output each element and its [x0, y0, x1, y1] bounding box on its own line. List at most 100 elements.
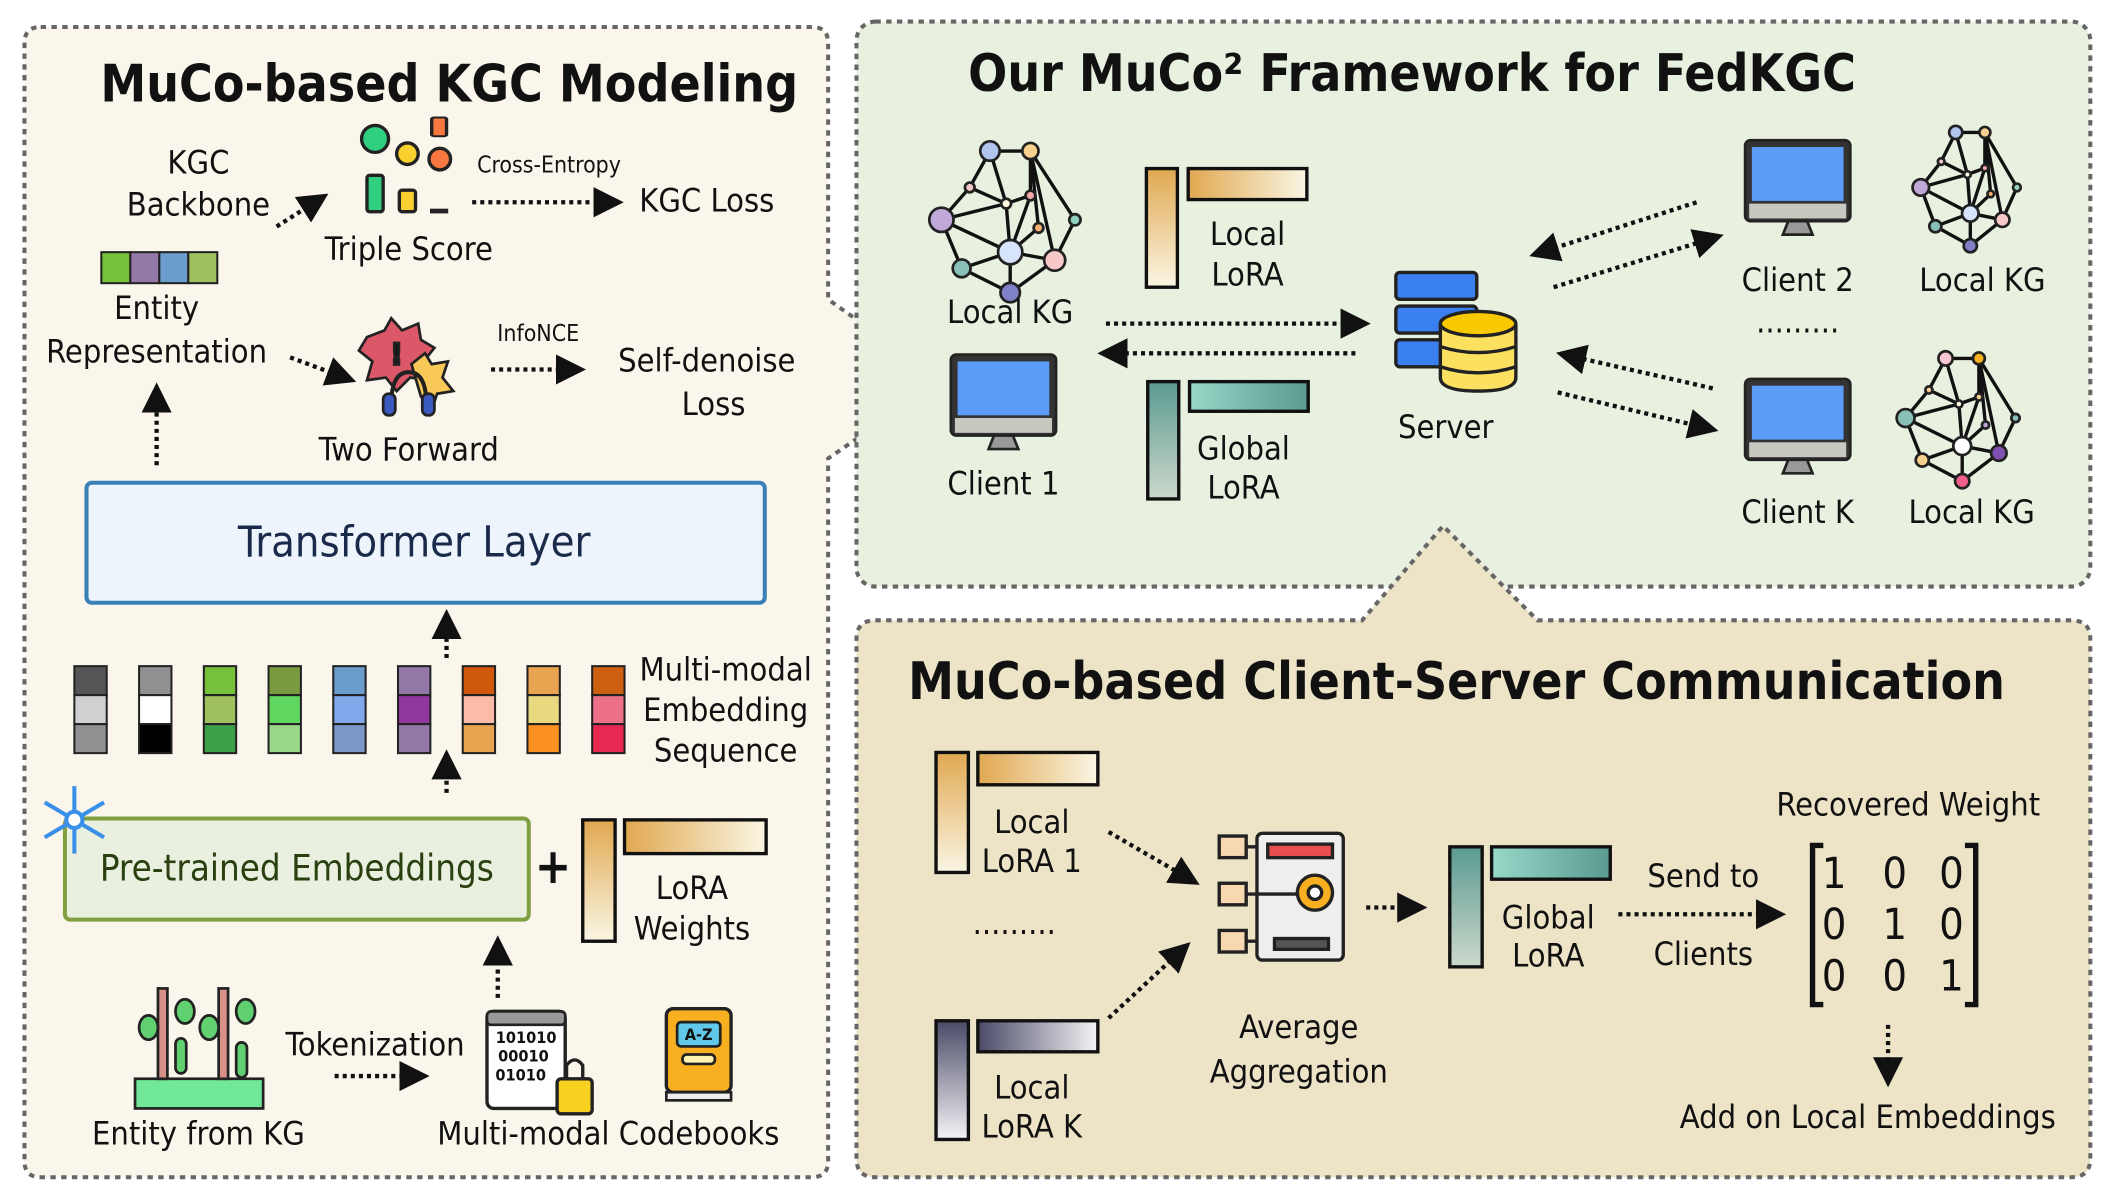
local-lora-label-2: LoRA — [1211, 255, 1283, 293]
embedding-cell — [138, 723, 173, 755]
server-to-clientk-arrow — [1557, 390, 1719, 439]
pretrained-embeddings-box — [62, 816, 531, 922]
binary-code-lock-icon: 101010 00010 01010 — [485, 1009, 594, 1116]
graph-node — [1953, 399, 1964, 409]
matrix-entry: 0 — [1882, 951, 1907, 1001]
multimodal-codebooks-label: Multi-modal Codebooks — [437, 1114, 779, 1152]
average-aggregation-label: Average — [1239, 1008, 1358, 1046]
graph-node — [1962, 237, 1979, 254]
left-panel-title: MuCo-based KGC Modeling — [100, 55, 798, 115]
representation-arrow — [289, 355, 357, 386]
self-denoise-label-2: Loss — [682, 385, 746, 423]
communication-title: MuCo-based Client-Server Communication — [908, 652, 2005, 712]
embedding-cell — [73, 723, 108, 755]
monitor-chin — [1749, 203, 1847, 219]
graph-edge — [1928, 388, 1960, 406]
clientk-to-server-arrow — [1556, 344, 1714, 391]
graph-edge — [1983, 131, 2019, 189]
plant-entity-icon — [133, 987, 265, 1110]
entity-from-kg-label: Entity from KG — [92, 1114, 305, 1152]
embedding-cell — [202, 665, 238, 697]
graph-edge — [1983, 132, 1993, 195]
server-label: Server — [1398, 408, 1494, 446]
embedding-cell — [267, 694, 302, 726]
graph-node — [1980, 420, 1991, 430]
vector-cell — [100, 251, 132, 285]
client-2-monitor-icon — [1743, 138, 1852, 236]
graph-node — [2009, 412, 2022, 424]
comm-global-lora-label-2: LoRA — [1512, 936, 1584, 974]
graph-node — [927, 206, 955, 234]
matrix-entry: 1 — [1939, 951, 1964, 1001]
embedding-cell — [396, 694, 432, 726]
embedding-cell — [591, 665, 626, 697]
global-lora-a — [1146, 379, 1181, 501]
monitor-stand — [1780, 219, 1815, 236]
client2-to-server-arrow — [1529, 200, 1698, 262]
local-lora-1-label: Local — [994, 803, 1069, 841]
client-2-label: Client 2 — [1742, 261, 1854, 299]
graph-node — [1911, 177, 1931, 198]
graph-node — [999, 281, 1022, 304]
clients-ellipsis: ......... — [1756, 303, 1839, 341]
entity-representation-label-2: Representation — [46, 332, 267, 370]
matrix-entry: 0 — [1822, 951, 1847, 1001]
monitor-stand — [1780, 458, 1815, 475]
embedding-cell — [267, 665, 302, 697]
embedding-cell — [591, 723, 626, 755]
graph-node — [978, 139, 1002, 163]
server-icon — [1394, 270, 1518, 393]
entity-representation-label: Entity — [114, 289, 199, 327]
monitor-stand — [986, 434, 1021, 451]
comm-global-lora-a — [1448, 845, 1484, 969]
aggregation-icon — [1217, 831, 1345, 962]
graph-edge — [1977, 358, 1988, 426]
graph-node — [1993, 211, 2011, 229]
matrix-entry: 0 — [1882, 849, 1907, 899]
matrix-entry: 0 — [1822, 900, 1847, 950]
local-lora-1-b — [976, 750, 1100, 787]
vector-cell — [129, 251, 161, 285]
lora-ellipsis: ......... — [973, 904, 1056, 942]
backbone-arrow — [275, 193, 329, 229]
graph-node — [1973, 392, 1984, 402]
graph-node — [1914, 452, 1931, 469]
matrix-entry: 1 — [1822, 849, 1847, 899]
lora-weights-a — [581, 818, 617, 943]
infonce-label: InfoNCE — [497, 321, 579, 347]
lora-weights-b — [622, 818, 768, 856]
graph-node — [1032, 221, 1045, 235]
embedding-sequence-label-3: Sequence — [654, 731, 798, 769]
tokenization-label: Tokenization — [284, 1025, 464, 1063]
kgc-backbone-label-2: Backbone — [127, 185, 270, 223]
local-lora-1-label-2: LoRA 1 — [982, 842, 1082, 880]
self-denoise-label: Self-denoise — [618, 342, 795, 380]
local-kg-graph-client-2 — [1911, 124, 2023, 254]
client-k-kg-label: Local KG — [1909, 493, 2035, 531]
embedding-cell — [526, 665, 561, 697]
graph-node — [1951, 435, 1973, 457]
local-lora-k-label-2: LoRA K — [981, 1108, 1083, 1146]
graph-edge — [1977, 358, 2001, 454]
vector-cell — [187, 251, 219, 285]
server-to-client2-arrow — [1552, 229, 1724, 290]
global-lora-b — [1187, 379, 1310, 413]
graph-node — [1927, 218, 1943, 234]
local-lora-1-a — [934, 750, 971, 875]
two-forward-label: Two Forward — [318, 431, 499, 469]
local-lora-k-label: Local — [994, 1069, 1069, 1107]
graph-node — [1024, 189, 1037, 202]
global-lora-label: Global — [1197, 429, 1290, 467]
embedding-cell — [591, 694, 626, 726]
graph-node — [1986, 189, 1996, 199]
graph-node — [1978, 125, 1992, 140]
local-kg-graph-client-k — [1895, 349, 2022, 490]
graph-edge — [969, 185, 1007, 206]
embedding-cell — [267, 723, 302, 755]
embedding-cell — [526, 723, 561, 755]
embedding-cell — [461, 694, 497, 726]
graph-node — [1067, 212, 1082, 227]
alert-mark: ! — [391, 336, 403, 371]
client-1-monitor-icon — [949, 353, 1058, 451]
